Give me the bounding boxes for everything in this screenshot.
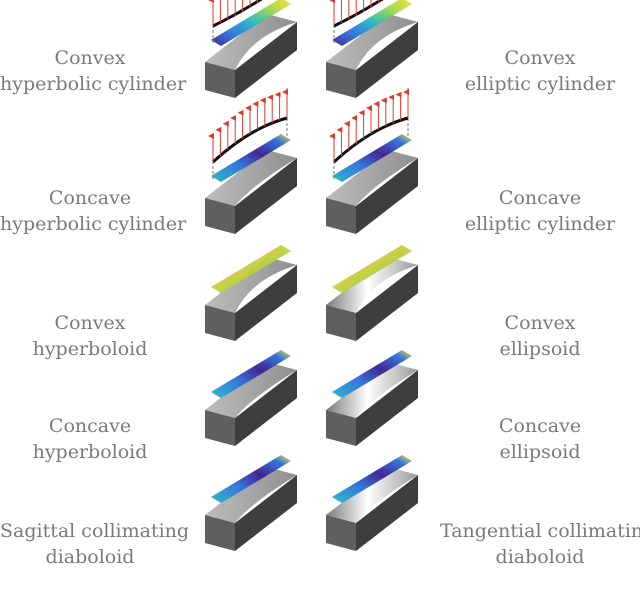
mirror-block-front	[205, 515, 235, 551]
mirror-block-top	[205, 467, 297, 523]
heatmap-plate	[332, 245, 412, 293]
label-line2: hyperbolic cylinder	[0, 213, 187, 235]
mirror-block-front	[326, 515, 356, 551]
mirror-block-side	[235, 370, 297, 446]
mirror-block-top	[326, 14, 418, 70]
heatmap-plate	[332, 134, 412, 182]
mirror-block-front	[205, 198, 235, 234]
label-convex-ellipsoid: Convex ellipsoid	[440, 310, 640, 362]
label-sagittal-collimating-diaboloid: Sagittal collimating diaboloid	[0, 518, 190, 570]
label-line1: Convex	[504, 312, 576, 334]
label-line2: hyperbolic cylinder	[0, 73, 187, 95]
mirror-block-front	[205, 305, 235, 341]
mirror-block-front	[205, 410, 235, 446]
mirror-block-top	[326, 467, 418, 523]
label-line2: ellipsoid	[499, 441, 581, 463]
mirror-block-side	[235, 158, 297, 234]
label-line1: Convex	[54, 312, 126, 334]
label-line1: Concave	[498, 415, 582, 437]
label-line2: diaboloid	[45, 546, 135, 568]
mirror-block-side	[235, 22, 297, 98]
label-convex-hyperbolic-cylinder: Convex hyperbolic cylinder	[0, 45, 187, 97]
mirror-block-front	[326, 62, 356, 98]
label-line1: Concave	[48, 415, 132, 437]
mirror-block-front	[326, 198, 356, 234]
label-line2: elliptic cylinder	[464, 213, 616, 235]
heatmap-plate	[211, 0, 291, 46]
label-line2: elliptic cylinder	[464, 73, 616, 95]
mirror-block-top	[326, 362, 418, 418]
label-line2: diaboloid	[495, 546, 585, 568]
label-concave-hyperboloid: Concave hyperboloid	[0, 413, 180, 465]
mirror-block-front	[326, 410, 356, 446]
label-line1: Concave	[48, 187, 132, 209]
label-line1: Tangential collimating	[440, 520, 640, 542]
label-line1: Convex	[504, 47, 576, 69]
mirror-block-side	[356, 475, 418, 551]
heatmap-plate	[332, 455, 412, 503]
heatmap-plate	[211, 455, 291, 503]
mirror-block-front	[205, 62, 235, 98]
label-concave-hyperbolic-cylinder: Concave hyperbolic cylinder	[0, 185, 187, 237]
heatmap-plate	[211, 134, 291, 182]
label-convex-hyperboloid: Convex hyperboloid	[0, 310, 180, 362]
mirror-block-side	[235, 265, 297, 341]
mirror-block-side	[356, 265, 418, 341]
label-line1: Sagittal collimating	[0, 520, 190, 542]
heatmap-plate	[332, 350, 412, 398]
mirror-block-top	[205, 14, 297, 70]
mirror-block-top	[205, 362, 297, 418]
mirror-block-side	[356, 370, 418, 446]
mirror-block-side	[356, 158, 418, 234]
label-line2: hyperboloid	[32, 441, 148, 463]
mirror-block-top	[326, 150, 418, 206]
mirror-block-top	[205, 257, 297, 313]
label-line2: hyperboloid	[32, 338, 148, 360]
heatmap-plate	[332, 0, 412, 46]
label-concave-ellipsoid: Concave ellipsoid	[440, 413, 640, 465]
mirror-block-front	[326, 305, 356, 341]
heatmap-plate	[211, 350, 291, 398]
label-tangential-collimating-diaboloid: Tangential collimating diaboloid	[440, 518, 640, 570]
label-line2: ellipsoid	[499, 338, 581, 360]
mirror-block-top	[205, 150, 297, 206]
mirror-block-top	[326, 257, 418, 313]
label-concave-elliptic-cylinder: Concave elliptic cylinder	[440, 185, 640, 237]
label-convex-elliptic-cylinder: Convex elliptic cylinder	[440, 45, 640, 97]
label-line1: Convex	[54, 47, 126, 69]
label-line1: Concave	[498, 187, 582, 209]
heatmap-plate	[211, 245, 291, 293]
mirror-block-side	[235, 475, 297, 551]
mirror-block-side	[356, 22, 418, 98]
